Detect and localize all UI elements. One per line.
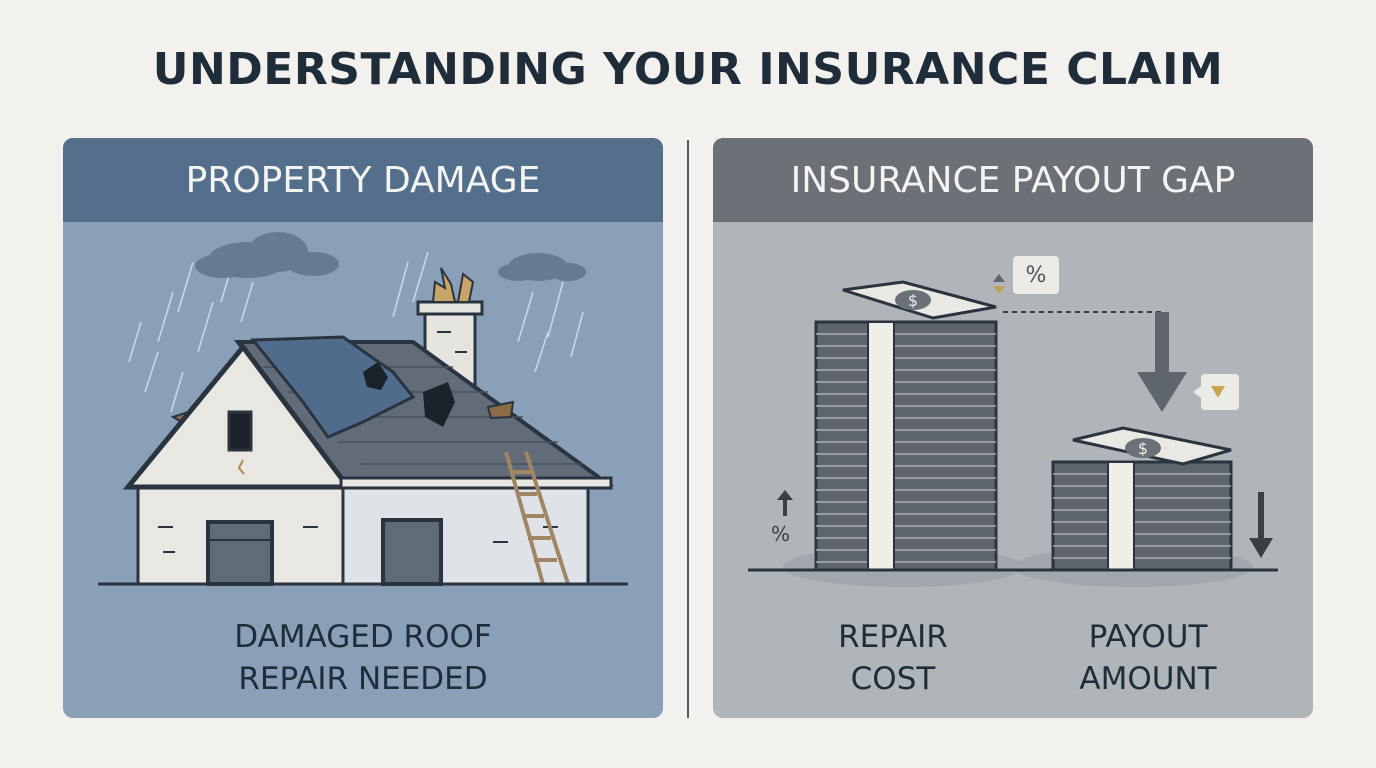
property-damage-header: PROPERTY DAMAGE: [63, 138, 663, 222]
damage-caption-line2: REPAIR NEEDED: [238, 661, 488, 697]
window-icon: [227, 410, 253, 452]
payout-gap-header: INSURANCE PAYOUT GAP: [713, 138, 1313, 222]
page-title: UNDERSTANDING YOUR INSURANCE CLAIM: [152, 44, 1224, 95]
payout-amount-line1: PAYOUT: [1088, 619, 1208, 655]
panel-divider: [687, 140, 689, 718]
arrow-down-icon: [1211, 386, 1225, 398]
door-icon: [381, 518, 443, 586]
payout-cash-stack: $: [1051, 426, 1233, 572]
cash-stacks-illustration: $ $: [748, 274, 1278, 587]
repair-cost-line2: COST: [850, 661, 936, 697]
roof-tarp-icon: [249, 335, 416, 439]
storm-cloud-icon: [195, 232, 586, 281]
payout-amount-label: PAYOUT AMOUNT: [1048, 616, 1248, 700]
payout-gap-panel: INSURANCE PAYOUT GAP $: [713, 138, 1313, 718]
roof-hole-icon: [363, 362, 388, 390]
damage-caption: DAMAGED ROOF REPAIR NEEDED: [63, 616, 663, 700]
repair-cost-cash-stack: $: [814, 280, 998, 572]
property-damage-panel: PROPERTY DAMAGE: [63, 138, 663, 718]
repair-cost-label: REPAIR COST: [813, 616, 973, 700]
percent-icon: %: [771, 522, 791, 546]
arrow-down-icon: [1249, 492, 1273, 558]
loose-shingle-icon: [486, 400, 515, 420]
chimney-icon: [416, 267, 484, 389]
dollar-sign-icon: $: [1138, 439, 1148, 458]
ladder-icon: [504, 451, 570, 585]
repair-cost-line1: REPAIR: [838, 619, 948, 655]
payout-amount-line2: AMOUNT: [1079, 661, 1217, 697]
garage-door-icon: [206, 520, 274, 586]
percent-icon: %: [1013, 256, 1059, 294]
dollar-sign-icon: $: [908, 291, 918, 310]
arrow-up-icon: [777, 490, 793, 516]
rain-icon: [128, 251, 584, 413]
damaged-house-illustration: [98, 232, 628, 586]
roof-hole-icon: [423, 382, 455, 427]
damage-caption-line1: DAMAGED ROOF: [234, 619, 492, 655]
arrow-down-icon: [1137, 312, 1187, 412]
